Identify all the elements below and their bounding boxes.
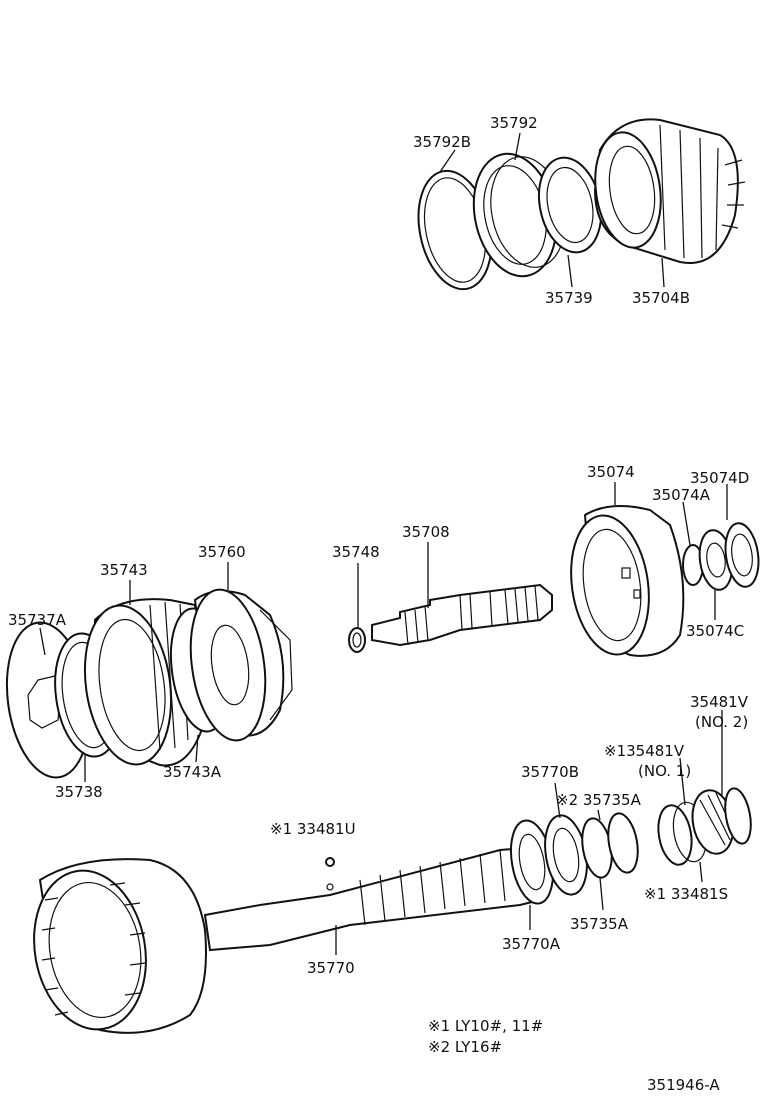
part-35481V-no1[interactable] [654,800,711,868]
lower-assembly: 35770 ※1 33481U [22,693,755,1038]
drawing-code: 351946-A [647,1076,720,1094]
label-35704B: 35704B [632,289,690,307]
label-35743: 35743 [100,561,148,579]
note-1: ※1 LY10#, 11# [428,1017,543,1035]
part-35739-washer[interactable] [531,152,610,258]
label-35481V-sub: (NO. 2) [695,713,748,731]
label-35770A: 35770A [502,935,561,953]
label-35074: 35074 [587,463,635,481]
label-35770B: 35770B [521,763,579,781]
label-35708: 35708 [402,523,450,541]
part-35704B-drum[interactable] [588,118,746,264]
part-35770-shaft-drum[interactable] [22,846,542,1038]
label-135481V: ※135481V [604,742,685,760]
part-35074-ring-gear[interactable] [563,505,685,660]
part-35708-shaft[interactable] [371,583,553,647]
label-35760: 35760 [198,543,246,561]
label-35737A: 35737A [8,611,67,629]
part-35735A-rings[interactable] [578,811,642,880]
label-35074A: 35074A [652,486,711,504]
part-35760-carrier[interactable] [182,585,293,746]
part-35748-ring[interactable] [348,627,366,653]
label-35770: 35770 [307,959,355,977]
label-135481V-sub: (NO. 1) [638,762,691,780]
label-35748: 35748 [332,543,380,561]
label-35739: 35739 [545,289,593,307]
notes: ※1 LY10#, 11# ※2 LY16# 351946-A [428,1017,720,1094]
upper-assembly: 35792B 35792 35739 35704B [413,114,746,307]
part-35074D-bearing[interactable] [722,521,760,589]
label-35481V: 35481V [690,693,749,711]
label-35074D: 35074D [690,469,749,487]
part-33481U-ball[interactable] [325,857,335,867]
label-35735A: 35735A [570,915,629,933]
label-33481S: ※1 33481S [644,885,728,903]
middle-assembly: 35737A 35743 35760 35738 35743A 35748 35… [5,463,760,801]
label-35792B: 35792B [413,133,471,151]
label-35735A-top: ※2 35735A [556,791,642,809]
label-35738: 35738 [55,783,103,801]
part-35481V-no2[interactable] [688,786,755,857]
label-35074C: 35074C [686,622,744,640]
label-35792: 35792 [490,114,538,132]
note-2: ※2 LY16# [428,1038,502,1056]
label-35743A: 35743A [163,763,222,781]
label-33481U: ※1 33481U [270,820,356,838]
